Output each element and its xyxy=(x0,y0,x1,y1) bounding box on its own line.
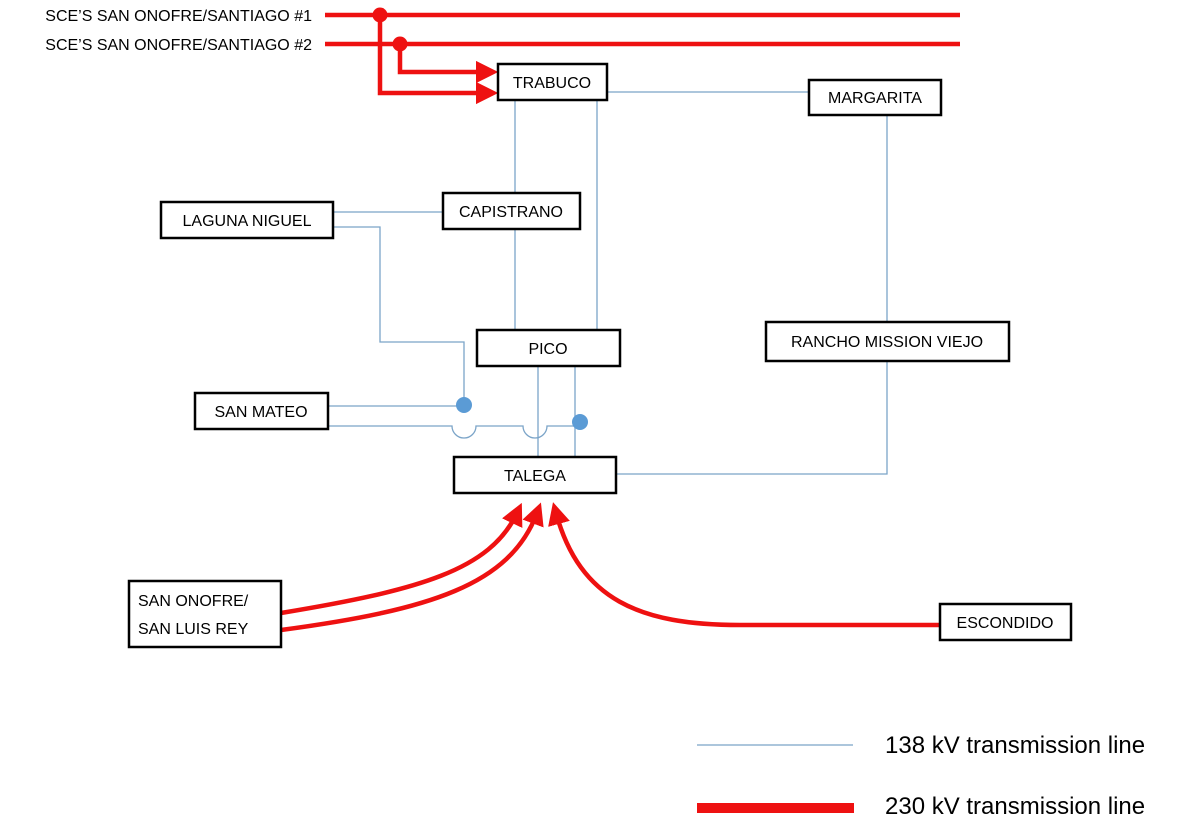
lines-230kv xyxy=(280,12,960,633)
substation-escondido: ESCONDIDO xyxy=(938,602,1073,642)
junction-dot-santiago-1 xyxy=(372,7,388,23)
substation-margarita: MARGARITA xyxy=(807,78,943,117)
substation-laguna-niguel: LAGUNA NIGUEL xyxy=(159,200,335,240)
line-sanmateo-crossover xyxy=(328,425,580,439)
legend-label-138kv: 138 kV transmission line xyxy=(885,732,1145,759)
substation-talega: TALEGA xyxy=(452,455,618,495)
line-escondido-talega xyxy=(548,502,940,628)
line-santiago2-to-trabuco xyxy=(397,44,499,84)
label-talega: TALEGA xyxy=(504,468,566,485)
substation-pico: PICO xyxy=(475,328,622,368)
line-sanonofre-talega-1 xyxy=(280,502,523,616)
label-margarita: MARGARITA xyxy=(828,90,922,107)
substation-san-onofre-san-luis-rey: SAN ONOFRE/ SAN LUIS REY xyxy=(127,579,283,649)
label-san-onofre-line1: SAN ONOFRE/ xyxy=(138,593,249,610)
legend-swatch-230kv xyxy=(697,803,854,813)
substation-san-mateo: SAN MATEO xyxy=(193,391,330,431)
label-santiago-1: SCE’S SAN ONOFRE/SANTIAGO #1 xyxy=(45,8,312,25)
substation-trabuco: TRABUCO xyxy=(496,62,609,102)
label-laguna-niguel: LAGUNA NIGUEL xyxy=(183,213,312,230)
legend: 138 kV transmission line 230 kV transmis… xyxy=(697,732,1145,820)
junction-dot-santiago-2 xyxy=(392,36,408,52)
label-san-onofre-line2: SAN LUIS REY xyxy=(138,621,249,638)
line-laguna-talega xyxy=(333,226,465,406)
junction-dot-sanmateo xyxy=(456,397,472,413)
label-rancho-mission-viejo: RANCHO MISSION VIEJO xyxy=(791,334,983,351)
line-sanonofre-talega-2 xyxy=(280,502,544,633)
legend-label-230kv: 230 kV transmission line xyxy=(885,793,1145,820)
substation-rancho-mission-viejo: RANCHO MISSION VIEJO xyxy=(764,320,1011,363)
junction-dot-pico xyxy=(572,414,588,430)
label-santiago-2: SCE’S SAN ONOFRE/SANTIAGO #2 xyxy=(45,37,312,54)
label-escondido: ESCONDIDO xyxy=(957,615,1054,632)
substation-capistrano: CAPISTRANO xyxy=(441,191,582,231)
line-rancho-talega xyxy=(616,362,888,475)
label-trabuco: TRABUCO xyxy=(513,75,591,92)
label-san-mateo: SAN MATEO xyxy=(214,404,307,421)
label-pico: PICO xyxy=(528,341,567,358)
label-capistrano: CAPISTRANO xyxy=(459,204,563,221)
lines-138kv xyxy=(328,91,888,475)
line-santiago1-to-trabuco xyxy=(377,15,499,105)
